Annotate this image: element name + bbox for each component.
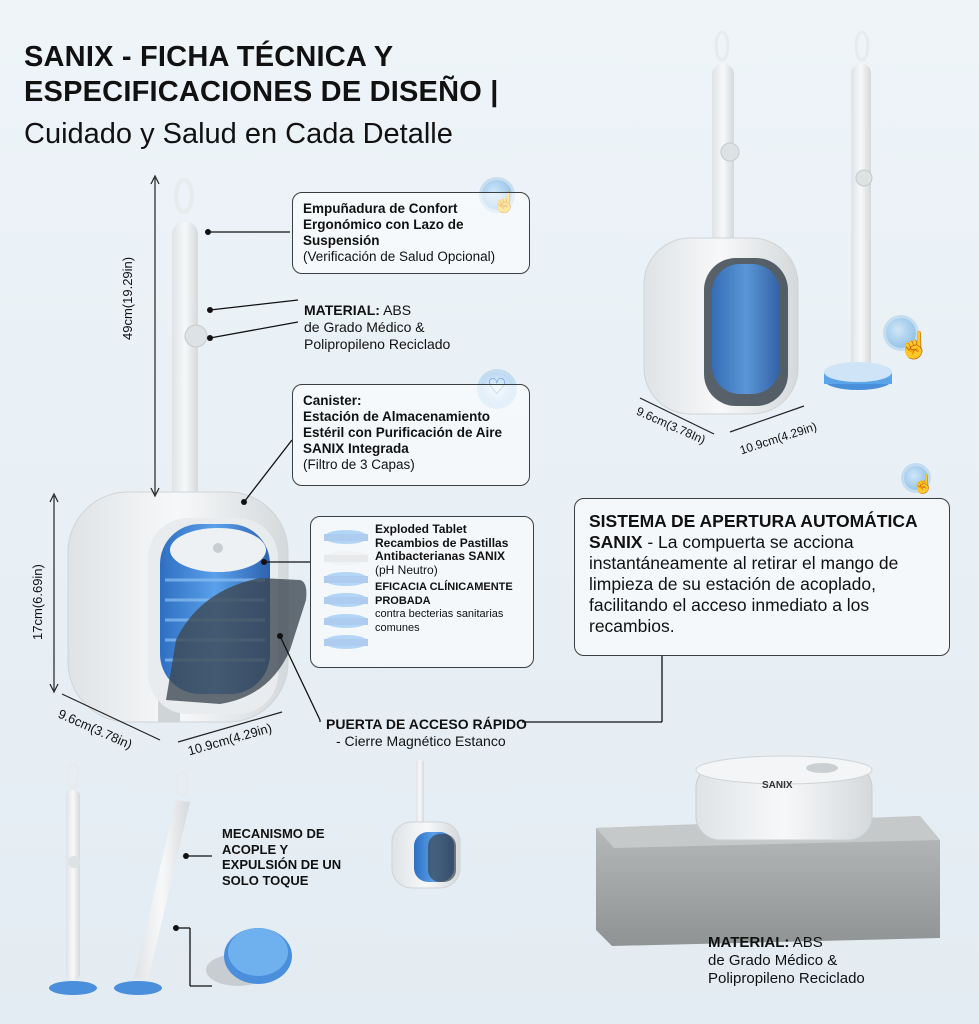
callout-tablets: Exploded Tablet Recambios de Pastillas A… — [310, 516, 534, 668]
callout-canister: Canister: Estación de Almacenamiento Est… — [292, 384, 530, 486]
brand-label: SANIX — [762, 780, 793, 791]
callout-material-bottom: MATERIAL: ABS de Grado Médico & Poliprop… — [708, 934, 908, 988]
material-top-label: MATERIAL: — [304, 302, 380, 318]
grip-title: Empuñadura de Confort Ergonómico con Laz… — [303, 201, 464, 248]
hand-glyph-icon: ☝ — [912, 474, 935, 494]
tablets-efficacy: EFICACIA CLÍNICAMENTE PROBADA — [375, 581, 513, 607]
tablets-note: (pH Neutro) — [375, 562, 438, 577]
material-top-line2: de Grado Médico & — [304, 319, 425, 335]
tap-hand-icon — [886, 318, 916, 348]
material-bottom-line2: de Grado Médico & — [708, 952, 838, 969]
measure-height-handle: 49cm(19.29in) — [120, 256, 135, 340]
canister-body: Estación de Almacenamiento Estéril con P… — [303, 409, 503, 456]
auto-open-title: SISTEMA DE APERTURA AUTOMÁTICA SANIX — [589, 511, 917, 552]
material-bottom-value: ABS — [792, 934, 823, 951]
callout-door: PUERTA DE ACCESO RÁPIDO - Cierre Magnéti… — [326, 716, 536, 750]
canister-title: Canister: — [303, 393, 362, 408]
bottom-middle-product — [391, 760, 461, 889]
tablets-title: Exploded Tablet Recambios de Pastillas A… — [375, 522, 509, 563]
material-bottom-line3: Polipropileno Reciclado — [708, 970, 865, 987]
stone-pedestal — [596, 755, 940, 946]
grip-note: (Verificación de Salud Opcional) — [303, 249, 496, 264]
auto-open-body: - La compuerta se acciona instantáneamen… — [589, 532, 899, 636]
bottom-left-brushes — [49, 762, 292, 995]
callout-auto-open: SISTEMA DE APERTURA AUTOMÁTICA SANIX - L… — [574, 498, 950, 656]
tablets-efficacy-note: contra becterias sanitarias comunes — [375, 608, 504, 634]
hand-glyph-icon: ☝ — [898, 330, 931, 360]
callout-material-top: MATERIAL: ABS de Grado Médico & Poliprop… — [304, 302, 504, 353]
top-right-product — [643, 30, 892, 415]
material-bottom-label: MATERIAL: — [708, 934, 790, 951]
callout-mechanism: MECANISMO DE ACOPLE Y EXPULSIÓN DE UN SO… — [222, 826, 342, 888]
tap-hand-icon — [904, 466, 928, 490]
callout-grip: Empuñadura de Confort Ergonómico con Laz… — [292, 192, 530, 274]
canister-note: (Filtro de 3 Capas) — [303, 457, 415, 472]
door-note: - Cierre Magnético Estanco — [336, 733, 506, 749]
main-product — [67, 178, 307, 723]
door-title: PUERTA DE ACCESO RÁPIDO — [326, 716, 527, 732]
material-top-line3: Polipropileno Reciclado — [304, 336, 451, 352]
material-top-value: ABS — [383, 302, 412, 318]
measure-height-body: 17cm(6.69in) — [30, 564, 45, 640]
page-subtitle: Cuidado y Salud en Cada Detalle — [24, 118, 453, 150]
page-title: SANIX - FICHA TÉCNICA Y ESPECIFICACIONES… — [24, 41, 499, 108]
